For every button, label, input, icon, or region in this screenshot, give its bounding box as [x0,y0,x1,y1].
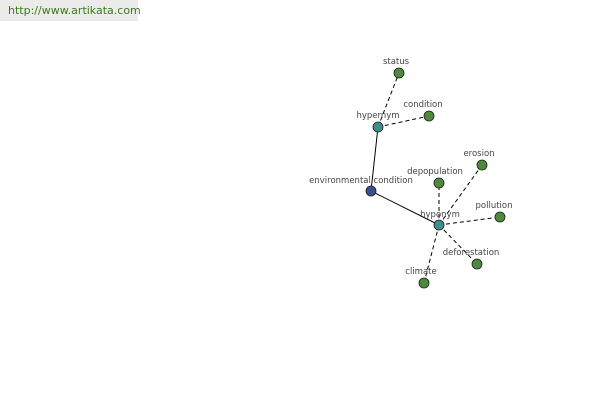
node-label-deforestation[interactable]: deforestation [443,248,500,258]
node-hyponym[interactable] [433,219,445,231]
node-deforestation[interactable] [471,258,483,270]
edge-hypernym-status [377,72,400,128]
node-status[interactable] [393,67,405,79]
node-depopulation[interactable] [433,177,445,189]
node-label-erosion[interactable]: erosion [463,149,494,159]
site-url-link[interactable]: http://www.artikata.com [8,4,141,17]
node-erosion[interactable] [476,159,488,171]
edge-hyponym-pollution [438,216,501,226]
node-condition[interactable] [423,110,435,122]
node-pollution[interactable] [494,211,506,223]
node-label-hyponym[interactable]: hyponym [420,210,460,220]
edge-hyponym-erosion [438,164,483,226]
labels-layer: environmental condition hypernym hyponym st… [309,57,512,277]
node-environmental-condition[interactable] [365,185,377,197]
edge-hyponym-climate [423,224,440,284]
url-bar: http://www.artikata.com [0,0,141,21]
node-label-status[interactable]: status [383,57,410,67]
node-label-hypernym[interactable]: hypernym [356,111,399,121]
node-label-environmental-condition[interactable]: environmental condition [309,176,413,186]
node-label-condition[interactable]: condition [403,100,442,110]
nodes-layer [365,67,506,289]
edge-hypernym-condition [377,115,430,128]
edge-environmental_condition-hyponym [370,190,440,226]
edge-hyponym-deforestation [438,224,478,265]
node-hypernym[interactable] [372,121,384,133]
node-climate[interactable] [418,277,430,289]
node-label-depopulation[interactable]: depopulation [407,167,463,177]
edge-environmental_condition-hypernym [370,126,379,192]
node-label-pollution[interactable]: pollution [476,201,513,211]
node-label-climate[interactable]: climate [405,267,436,277]
edges-layer [370,72,501,284]
